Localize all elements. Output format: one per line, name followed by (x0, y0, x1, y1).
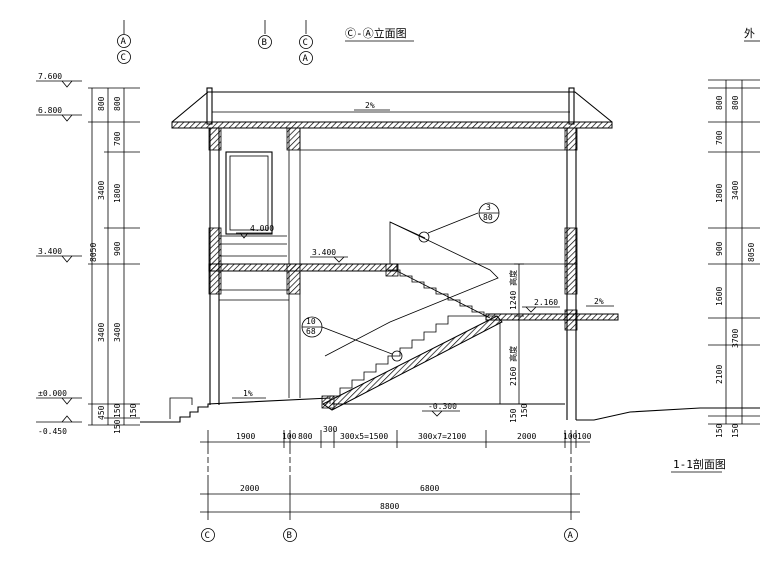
dim-lower-storey: 3400 (97, 323, 106, 342)
axis-label: A (121, 37, 127, 47)
dims-bottom: 1900 100 800 300 300x5=1500 300x7=2100 2… (200, 425, 592, 520)
dim-6800: 6800 (420, 484, 439, 493)
dim-upper-flight: 1240 高度 (508, 270, 518, 310)
detail-num: 3 (486, 203, 491, 212)
dim-plinth-b: 150 (113, 403, 122, 418)
dim-right-j: 150 (715, 423, 724, 438)
dims-right: 800 800 700 1800 3400 900 8050 1600 3700… (708, 79, 760, 438)
elevation-title: Ⓒ-Ⓐ立面图 (345, 26, 407, 40)
dim-plinth: 450 (97, 405, 106, 420)
dim-right-a: 800 (715, 95, 724, 110)
level-3400: 3.400 (38, 247, 62, 256)
dim-8800: 8800 (380, 502, 399, 511)
section-title: 1-1剖面图 (673, 457, 726, 471)
dim-1900: 1900 (236, 432, 255, 441)
dim-right-total: 8050 (747, 243, 756, 262)
dim-right-f: 900 (715, 241, 724, 256)
ground-line (140, 397, 331, 423)
level-landing: 2.160 (534, 298, 558, 307)
floor-slab (208, 263, 398, 272)
dims-left: 8050 800 3400 3400 450 800 700 1800 900 … (88, 87, 140, 434)
dim-plinth-c: 150 (129, 403, 138, 418)
dim-2100: 300x7=2100 (418, 432, 466, 441)
dim-total-left: 8050 (89, 243, 98, 262)
axis-bubbles-top: A C B C A (117, 20, 313, 65)
dim-100b: 100 (563, 432, 578, 441)
axis-label: C (205, 531, 210, 541)
dim-100a: 100 (282, 432, 297, 441)
dim-right-e: 3400 (731, 181, 740, 200)
detail-callout-rail: 3 80 (418, 202, 500, 243)
dim-upper-b: 1800 (113, 184, 122, 203)
axis-bubbles-bottom: C B A (201, 528, 578, 542)
dim-upper-c: 900 (113, 241, 122, 256)
right-clipped-title: 外 (744, 27, 755, 40)
detail-sheet: 68 (306, 327, 316, 336)
level-6800: 6.800 (38, 106, 62, 115)
level-yard: -0.300 (428, 402, 457, 411)
dim-100c: 100 (577, 432, 592, 441)
axis-label: C (303, 38, 308, 48)
dim-parapet: 800 (97, 96, 106, 111)
dim-parapet-b: 800 (113, 96, 122, 111)
axis-label: B (287, 531, 292, 541)
level-0000: ±0.000 (38, 389, 67, 398)
dim-right-i: 2100 (715, 365, 724, 384)
dim-lower-a: 3400 (113, 323, 122, 342)
dim-upper-a: 700 (113, 131, 122, 146)
level-marks-left: 7.600 6.800 3.400 ±0.000 -0.450 (36, 72, 82, 436)
axis-label: A (303, 54, 309, 64)
detail-callout-step: 10 68 (301, 316, 403, 362)
dim-base-a: 150 (509, 408, 518, 423)
roof-slab (171, 121, 613, 129)
detail-num: 10 (306, 317, 316, 326)
level-floor: 3.400 (312, 248, 336, 257)
dim-right-h: 3700 (731, 329, 740, 348)
canopy-slope: 2% (594, 297, 604, 306)
dim-right-c: 700 (715, 130, 724, 145)
stair-lower (321, 315, 503, 411)
dim-right-d: 1800 (715, 184, 724, 203)
level-window: 4.000 (250, 224, 274, 233)
axis-label: A (568, 531, 574, 541)
level-m0450: -0.450 (38, 427, 67, 436)
dim-base-b: 150 (520, 403, 529, 418)
dim-2000: 2000 (240, 484, 259, 493)
dim-lower-flight: 2160 高度 (508, 346, 518, 386)
detail-sheet: 80 (483, 213, 493, 222)
dim-1500: 300x5=1500 (340, 432, 388, 441)
axis-label: B (262, 38, 267, 48)
building-section: 2% 4.000 3. (140, 87, 760, 423)
upper-window (225, 151, 273, 235)
axis-label: C (121, 53, 126, 63)
ground-slope: 1% (243, 389, 253, 398)
dim-upper-storey: 3400 (97, 181, 106, 200)
dim-right-g: 1600 (715, 287, 724, 306)
roof-slope: 2% (365, 101, 375, 110)
dim-right-k: 150 (731, 423, 740, 438)
dim-plinth-d: 150 (113, 419, 122, 434)
level-7600: 7.600 (38, 72, 62, 81)
dim-800: 800 (298, 432, 313, 441)
dim-300: 300 (323, 425, 338, 434)
dim-right-b: 800 (731, 95, 740, 110)
dim-2000r: 2000 (517, 432, 536, 441)
